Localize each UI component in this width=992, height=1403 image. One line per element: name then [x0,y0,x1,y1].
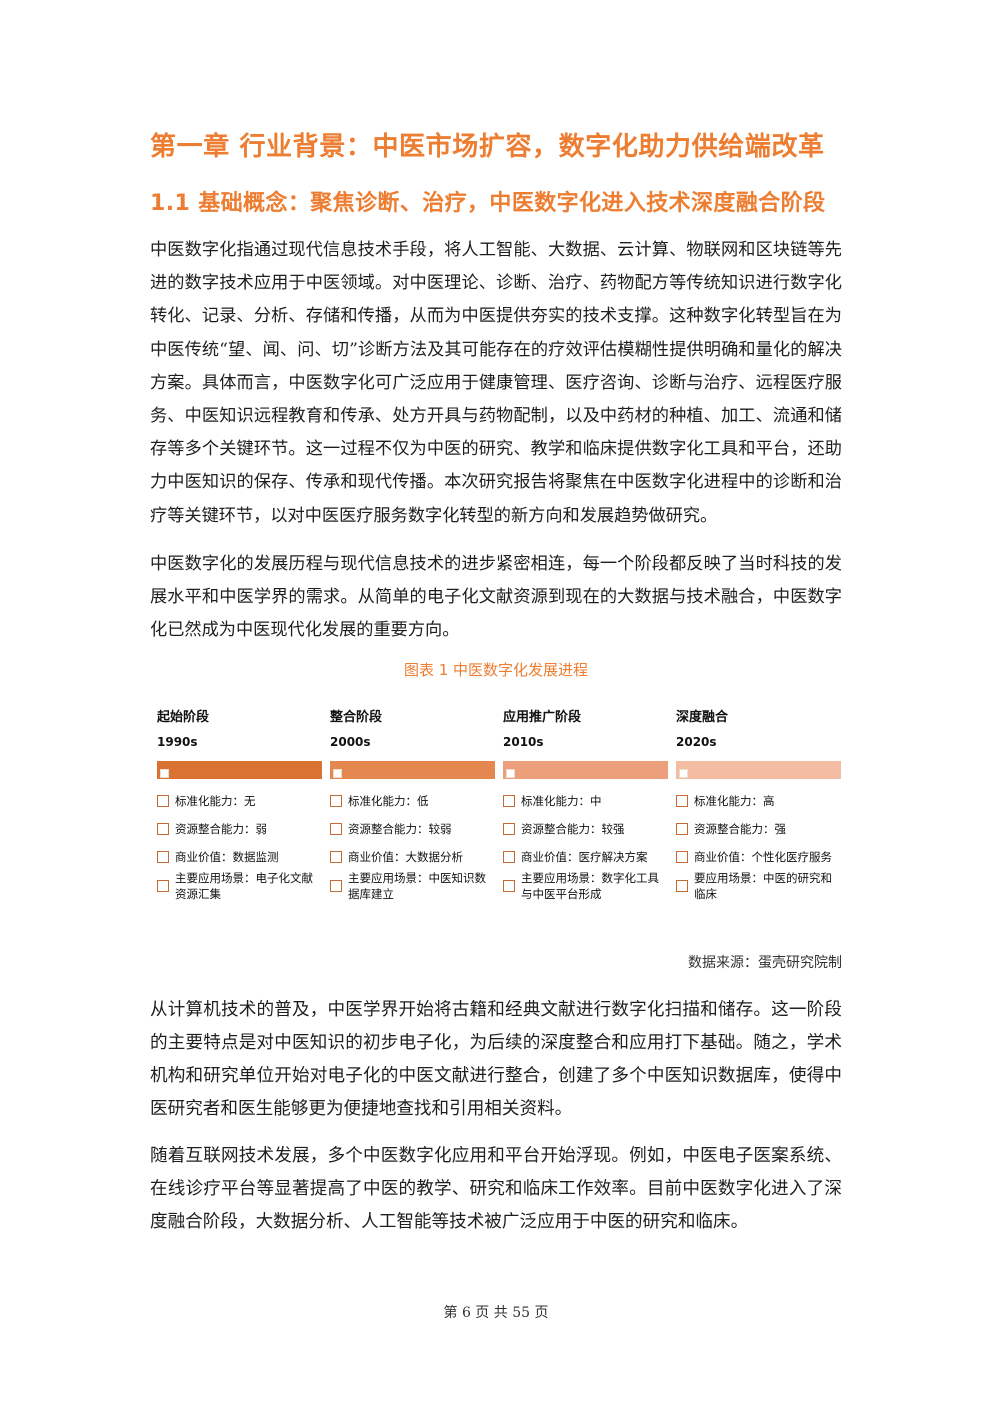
checkbox-icon [503,851,515,864]
stage-attribute: 要应用场景：中医的研究和临床 [676,870,841,902]
attribute-text: 主要应用场景：中医知识数据库建立 [348,871,486,902]
body-paragraph: 中医数字化的发展历程与现代信息技术的进步紧密相连，每一个阶段都反映了当时科技的发… [150,553,842,641]
stage-attribute: 标准化能力：中 [503,793,668,809]
stage-attribute-list: 标准化能力：低 资源整合能力：较弱 商业价值：大数据分析 主要应用场景：中医知识… [330,793,495,902]
attribute-text: 商业价值：数据监测 [175,850,279,865]
attribute-text: 资源整合能力：弱 [175,822,267,837]
stage-period: 2000s [330,735,371,750]
stage-bar [676,761,841,780]
attribute-text: 资源整合能力：较强 [521,822,625,837]
stage-period: 2010s [503,735,544,750]
attribute-text: 商业价值：大数据分析 [348,850,463,865]
stage-attribute-list: 标准化能力：高 资源整合能力：强 商业价值：个性化医疗服务 要应用场景：中医的研… [676,793,841,902]
page-footer: 第 6 页 共 55 页 [443,1305,549,1321]
checkbox-icon [503,795,515,808]
checkbox-icon [676,851,688,864]
checkbox-icon [330,795,342,808]
body-paragraph: 随着互联网技术发展，多个中医数字化应用和平台开始浮现。例如，中医电子医案系统、在… [150,1146,842,1233]
chapter-title: 第一章 行业背景：中医市场扩容，数字化助力供给端改革 [150,132,825,162]
stage-attribute: 商业价值：个性化医疗服务 [676,849,841,865]
stage-attribute-list: 标准化能力：无 资源整合能力：弱 商业价值：数据监测 主要应用场景：电子化文献资… [157,793,322,902]
stage-name: 深度融合 [676,710,729,726]
stage-period: 2020s [676,735,717,750]
checkbox-icon [330,823,342,836]
checkbox-icon [157,823,169,836]
stage-attribute: 资源整合能力：较弱 [330,821,495,837]
stage-column: 起始阶段 1990s 标准化能力：无 资源整合能力：弱 商业价值：数据监测 主要… [157,710,322,902]
section-title: 1.1 基础概念：聚焦诊断、治疗，中医数字化进入技术深度融合阶段 [150,191,826,216]
stage-attribute: 资源整合能力：强 [676,821,841,837]
attribute-text: 标准化能力：无 [175,794,256,809]
checkbox-icon [330,851,342,864]
stage-name: 整合阶段 [330,710,383,726]
body-paragraph: 中医数字化指通过现代信息技术手段，将人工智能、大数据、云计算、物联网和区块链等先… [150,240,842,526]
checkbox-icon [157,851,169,864]
attribute-text: 资源整合能力：强 [694,822,786,837]
figure-caption: 图表 1 中医数字化发展进程 [403,661,589,680]
stage-attribute: 标准化能力：低 [330,793,495,809]
data-source: 数据来源：蛋壳研究院制 [688,955,842,972]
stage-attribute: 主要应用场景：数字化工具与中医平台形成 [503,870,668,902]
stage-attribute: 资源整合能力：弱 [157,821,322,837]
checkbox-icon [157,880,169,893]
stage-attribute: 标准化能力：高 [676,793,841,809]
stage-column: 整合阶段 2000s 标准化能力：低 资源整合能力：较弱 商业价值：大数据分析 … [330,710,495,902]
attribute-text: 标准化能力：低 [348,794,429,809]
body-paragraph: 从计算机技术的普及，中医学界开始将古籍和经典文献进行数字化扫描和储存。这一阶段的… [150,1000,842,1120]
checkbox-icon [330,880,342,893]
stage-attribute: 主要应用场景：中医知识数据库建立 [330,870,495,902]
checkbox-icon [503,823,515,836]
stage-attribute: 商业价值：大数据分析 [330,849,495,865]
stage-column: 深度融合 2020s 标准化能力：高 资源整合能力：强 商业价值：个性化医疗服务… [676,710,841,902]
stage-bar [330,761,495,780]
checkbox-icon [676,823,688,836]
stage-attribute: 主要应用场景：电子化文献资源汇集 [157,870,322,902]
checkbox-icon [676,880,688,893]
stage-attribute-list: 标准化能力：中 资源整合能力：较强 商业价值：医疗解决方案 主要应用场景：数字化… [503,793,668,902]
square-marker-icon [679,769,688,779]
attribute-text: 要应用场景：中医的研究和临床 [694,871,832,902]
stage-name: 起始阶段 [157,710,210,726]
stage-period: 1990s [157,735,198,750]
square-marker-icon [160,769,169,779]
checkbox-icon [503,880,515,893]
checkbox-icon [676,795,688,808]
timeline-figure: 起始阶段 1990s 标准化能力：无 资源整合能力：弱 商业价值：数据监测 主要… [157,710,842,902]
attribute-text: 标准化能力：高 [694,794,775,809]
stage-attribute: 标准化能力：无 [157,793,322,809]
attribute-text: 商业价值：医疗解决方案 [521,850,648,865]
attribute-text: 主要应用场景：电子化文献资源汇集 [175,871,313,902]
stage-name: 应用推广阶段 [503,710,582,726]
stage-bar [157,761,322,780]
stage-attribute: 商业价值：数据监测 [157,849,322,865]
attribute-text: 商业价值：个性化医疗服务 [694,850,832,865]
attribute-text: 资源整合能力：较弱 [348,822,452,837]
stage-attribute: 资源整合能力：较强 [503,821,668,837]
attribute-text: 主要应用场景：数字化工具与中医平台形成 [521,871,659,902]
square-marker-icon [333,769,342,779]
document-page: 第一章 行业背景：中医市场扩容，数字化助力供给端改革 1.1 基础概念：聚焦诊断… [150,0,842,1239]
attribute-text: 标准化能力：中 [521,794,602,809]
stage-column: 应用推广阶段 2010s 标准化能力：中 资源整合能力：较强 商业价值：医疗解决… [503,710,668,902]
square-marker-icon [506,769,515,779]
stage-bar [503,761,668,780]
checkbox-icon [157,795,169,808]
stage-attribute: 商业价值：医疗解决方案 [503,849,668,865]
